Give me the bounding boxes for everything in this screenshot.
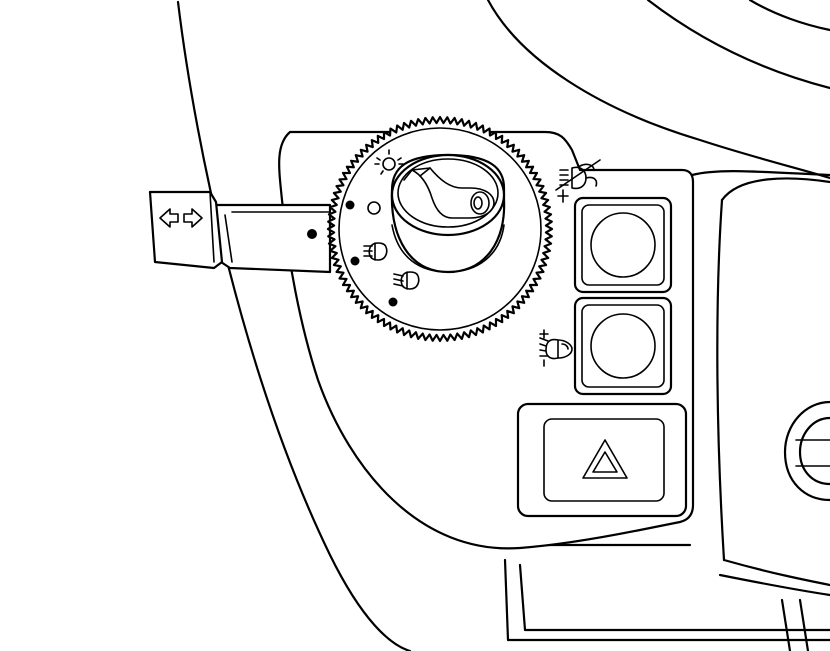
high-beam-headlight-icon (388, 271, 420, 307)
rear-fog-light-icon (555, 159, 601, 203)
turn-signal-arrows-icon (159, 208, 203, 228)
low-beam-headlight-icon (350, 242, 388, 266)
combination-switch-stalk[interactable] (148, 190, 332, 274)
horn-icon (403, 167, 495, 219)
front-fog-light-icon (539, 329, 573, 367)
hazard-switch[interactable] (516, 402, 688, 518)
hazard-triangle-icon (582, 439, 628, 479)
rear-fog-switch[interactable] (573, 196, 673, 294)
parking-light-icon (367, 201, 381, 215)
lights-off-dot-icon (345, 200, 355, 210)
auto-light-sun-icon (374, 149, 404, 175)
right-housing (690, 170, 830, 587)
front-fog-switch[interactable] (573, 296, 673, 396)
horn-button[interactable] (390, 153, 506, 274)
